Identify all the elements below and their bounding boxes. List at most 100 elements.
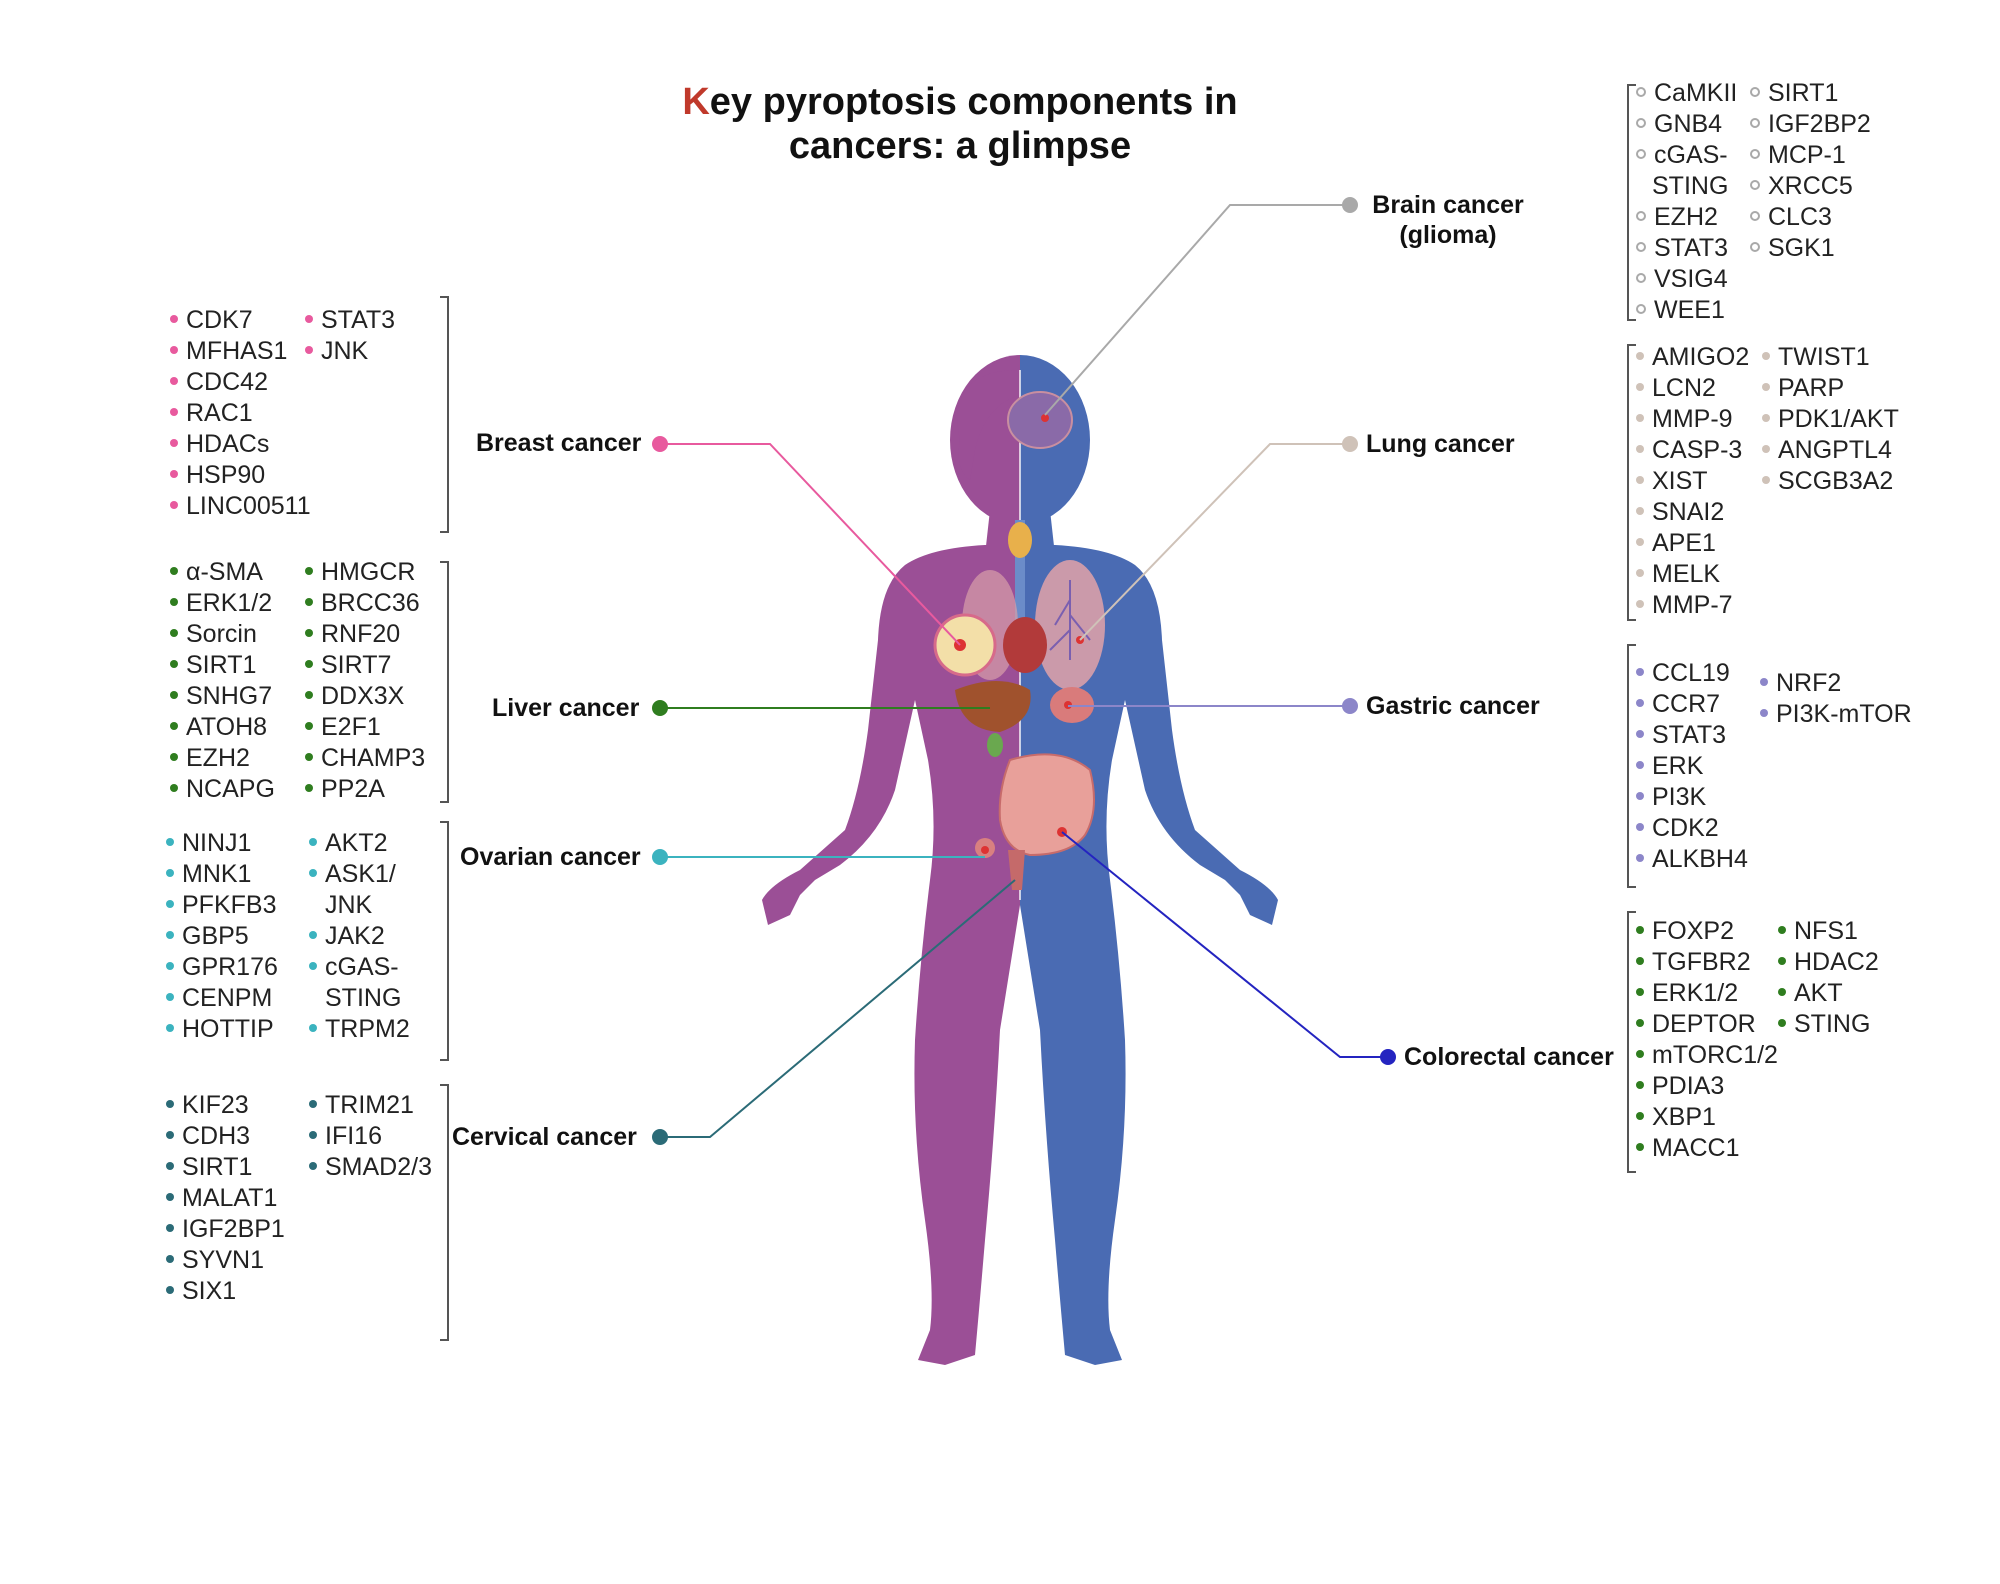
gene-name: CDH3 xyxy=(182,1122,251,1150)
thyroid xyxy=(1008,522,1032,558)
gene-bullet-dot xyxy=(1636,792,1644,801)
gene-name: HSP90 xyxy=(186,461,266,489)
brain-bracket xyxy=(1627,84,1636,321)
gene-bullet-dot xyxy=(170,408,178,417)
gene-name: CDK7 xyxy=(186,306,253,334)
gene-bullet-dot xyxy=(166,838,174,847)
body-left-half xyxy=(762,355,1020,1365)
gene-name: SIRT1 xyxy=(182,1153,253,1181)
gene-name: CCR7 xyxy=(1652,690,1721,718)
gene-name: GPR176 xyxy=(182,953,278,981)
gene-item: ASK1/ xyxy=(309,859,410,890)
gene-item: cGAS- xyxy=(1636,140,1737,171)
gene-item: WEE1 xyxy=(1636,295,1737,326)
gene-name: SIRT1 xyxy=(1768,79,1839,107)
gene-name: MMP-9 xyxy=(1652,405,1733,433)
cervical-cancer-label: Cervical cancer xyxy=(452,1123,637,1151)
gene-name: ERK xyxy=(1652,752,1704,780)
gene-name: XIST xyxy=(1652,467,1708,495)
gene-item: CDH3 xyxy=(166,1121,285,1152)
cervical-bracket xyxy=(440,1084,449,1341)
gene-bullet-dot xyxy=(1636,957,1644,966)
gene-name: CHAMP3 xyxy=(321,744,426,772)
gene-name: STING xyxy=(1794,1010,1871,1038)
gene-bullet-dot xyxy=(1750,211,1760,222)
gene-item: SIRT1 xyxy=(1750,78,1871,109)
gene-name: CDK2 xyxy=(1652,814,1719,842)
gene-bullet-dot xyxy=(309,1131,317,1140)
gene-name: FOXP2 xyxy=(1652,917,1734,945)
ovarian-bracket xyxy=(440,821,449,1061)
gene-name: STING xyxy=(1652,172,1729,200)
gene-item: PI3K-mTOR xyxy=(1760,699,1912,730)
gene-name: STAT3 xyxy=(321,306,396,334)
gene-name: NRF2 xyxy=(1776,669,1842,697)
gene-name: SIX1 xyxy=(182,1277,237,1305)
gene-item: CENPM xyxy=(166,983,278,1014)
gene-item: ERK xyxy=(1636,751,1748,782)
gene-item: SGK1 xyxy=(1750,233,1871,264)
gene-name: GBP5 xyxy=(182,922,249,950)
gene-name: TRPM2 xyxy=(325,1015,410,1043)
gene-bullet-dot xyxy=(170,753,178,762)
gene-item: GNB4 xyxy=(1636,109,1737,140)
cervical-leader-line xyxy=(660,879,1016,1138)
gene-name: SIRT1 xyxy=(186,651,257,679)
gene-name: XBP1 xyxy=(1652,1103,1716,1131)
gene-item: MFHAS1 xyxy=(170,336,311,367)
gene-item: NCAPG xyxy=(170,774,275,805)
gene-item: EZH2 xyxy=(1636,202,1737,233)
gene-name: SGK1 xyxy=(1768,234,1835,262)
gene-item: Sorcin xyxy=(170,619,275,650)
gene-name: SNAI2 xyxy=(1652,498,1725,526)
gene-name: MNK1 xyxy=(182,860,252,888)
gene-item: AKT2 xyxy=(309,828,410,859)
gene-item: SCGB3A2 xyxy=(1762,466,1899,497)
gene-name: Sorcin xyxy=(186,620,257,648)
gene-bullet-dot xyxy=(305,346,313,355)
gene-item: HDACs xyxy=(170,429,311,460)
gene-item: TWIST1 xyxy=(1762,342,1899,373)
gene-name: cGAS- xyxy=(1654,141,1728,169)
gene-name: EZH2 xyxy=(1654,203,1718,231)
gene-name: SNHG7 xyxy=(186,682,273,710)
liver-organ xyxy=(955,681,1031,732)
gene-item: SIRT1 xyxy=(170,650,275,681)
gene-name: IFI16 xyxy=(325,1122,382,1150)
gene-name: RNF20 xyxy=(321,620,401,648)
title-line1: ey pyroptosis components in xyxy=(709,81,1238,123)
gene-bullet-dot xyxy=(166,1024,174,1033)
gene-bullet-dot xyxy=(1636,1019,1644,1028)
ovarian-tumor-dot xyxy=(981,846,989,854)
gene-item: NINJ1 xyxy=(166,828,278,859)
gene-name: MCP-1 xyxy=(1768,141,1846,169)
gene-item: PFKFB3 xyxy=(166,890,278,921)
gene-name: NCAPG xyxy=(186,775,275,803)
gene-bullet-dot xyxy=(309,1024,317,1033)
gene-name: α-SMA xyxy=(186,558,263,586)
gene-bullet-dot xyxy=(1778,1019,1786,1028)
gene-bullet-dot xyxy=(1636,507,1644,516)
gene-item: ATOH8 xyxy=(170,712,275,743)
gene-item: BRCC36 xyxy=(305,588,425,619)
colorectal-leader-line xyxy=(1061,831,1388,1058)
gene-item: KIF23 xyxy=(166,1090,285,1121)
gene-name: ERK1/2 xyxy=(186,589,273,617)
gene-item: CLC3 xyxy=(1750,202,1871,233)
gene-bullet-dot xyxy=(170,722,178,731)
gene-item: XRCC5 xyxy=(1750,171,1871,202)
gene-item: α-SMA xyxy=(170,557,275,588)
colorectal-cancer-label: Colorectal cancer xyxy=(1404,1043,1614,1071)
gene-bullet-dot xyxy=(1762,445,1770,454)
gene-name: MELK xyxy=(1652,560,1721,588)
brain-cancer-label-line1: Brain cancer xyxy=(1372,191,1524,219)
gene-item: HOTTIP xyxy=(166,1014,278,1045)
